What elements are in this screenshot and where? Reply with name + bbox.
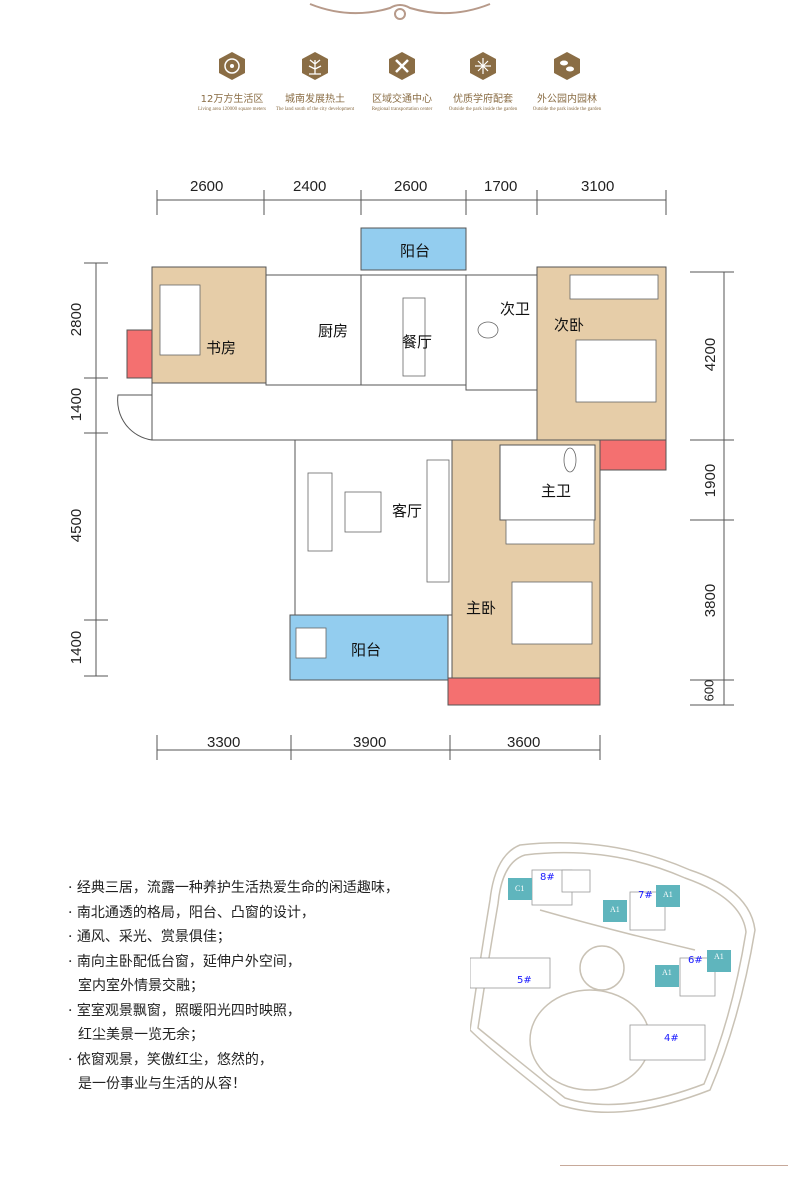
room-master-bedroom: 主卧 [466, 599, 497, 617]
dim-left-3: 4500 [68, 508, 86, 543]
dimension-lines [84, 190, 734, 760]
furniture [159, 274, 659, 659]
dim-left-2: 1400 [68, 387, 86, 422]
dim-bottom-3: 3600 [507, 734, 541, 751]
bath2-area [465, 274, 538, 391]
description-line: · 经典三居，流露一种养护生活热爱生命的闲适趣味， [68, 880, 399, 896]
description-line: · 依窗观景，笑傲红尘，悠然的， [68, 1051, 273, 1068]
dim-left-4: 1400 [68, 630, 86, 665]
dim-right-2: 1900 [702, 463, 720, 498]
arrows-icon [470, 52, 496, 80]
building-4: 4# [664, 1033, 679, 1044]
unit-label-c1: C1 [515, 884, 525, 893]
dim-right-1: 4200 [702, 337, 720, 372]
room-bath2: 次卫 [500, 300, 531, 318]
room-kitchen: 厨房 [318, 322, 349, 340]
description-line: · 通风、采光、赏景俱佳； [68, 929, 231, 945]
dim-left-1: 2800 [68, 302, 86, 337]
description-list: · 经典三居，流露一种养护生活热爱生命的闲适趣味， · 南北通透的格局，阳台、凸… [68, 876, 399, 1097]
master-bay-window [447, 677, 601, 706]
unit-label-a1: A1 [663, 890, 673, 899]
unit-label-a1: A1 [610, 905, 620, 914]
leaf-icon [554, 52, 580, 80]
cross-roads-icon [389, 52, 415, 80]
balcony-north-area [360, 227, 467, 271]
feature-garden: 外公园内园林 Outside the park inside the garde… [502, 52, 632, 112]
unit-label-a1: A1 [662, 968, 672, 977]
room-study: 书房 [206, 339, 237, 357]
dim-top-4: 1700 [484, 178, 518, 195]
room-balcony-south: 阳台 [351, 641, 382, 659]
building-5: 5# [517, 975, 532, 986]
top-ornament [309, 3, 491, 20]
description-line: 室内室外情景交融； [78, 978, 204, 994]
dim-top-5: 3100 [581, 178, 615, 195]
plant-icon [302, 52, 328, 80]
feature-school: 优质学府配套 Outside the park inside the garde… [418, 52, 548, 112]
building-7: 7# [638, 890, 653, 901]
dim-bottom-1: 3300 [207, 734, 241, 751]
room-bedroom2: 次卧 [554, 316, 585, 334]
description-line: · 南向主卧配低台窗，延伸户外空间， [68, 953, 301, 970]
description-line: · 室室观景飘窗，照暖阳光四时映照， [68, 1002, 301, 1019]
dim-bottom-2: 3900 [353, 734, 387, 751]
building-6: 6# [688, 955, 703, 966]
bedroom2-bay-window [599, 439, 667, 471]
feature-city-south: 城南发展热土 The land south of the city develo… [250, 52, 380, 112]
dim-top-1: 2600 [190, 178, 224, 195]
dim-right-3: 3800 [702, 583, 720, 618]
study-bay-window [126, 329, 153, 379]
description-line: 是一份事业与生活的从容！ [78, 1076, 246, 1092]
flower-icon [219, 52, 245, 80]
site-plan [470, 842, 756, 1113]
dim-right-4: 600 [701, 679, 717, 702]
floor-plan [84, 190, 734, 760]
feature-transport: 区域交通中心 Regional transportation center [337, 52, 467, 112]
building-8: 8# [540, 872, 555, 883]
kitchen-area [265, 274, 362, 386]
dim-top-2: 2400 [293, 178, 327, 195]
description-line: 红尘美景一览无余； [78, 1027, 204, 1043]
room-master-bath: 主卫 [541, 482, 572, 500]
room-balcony-north: 阳台 [400, 242, 431, 260]
master-bath-area [499, 444, 596, 521]
room-dining: 餐厅 [402, 333, 433, 351]
footer-divider [560, 1165, 788, 1166]
entry-door [117, 394, 153, 441]
feature-living-area: 12万方生活区 Living area 120000 square meters [167, 52, 297, 112]
unit-label-a1: A1 [714, 952, 724, 961]
description-line: · 南北通透的格局，阳台、凸窗的设计， [68, 904, 315, 921]
dim-top-3: 2600 [394, 178, 428, 195]
room-living: 客厅 [392, 502, 423, 520]
